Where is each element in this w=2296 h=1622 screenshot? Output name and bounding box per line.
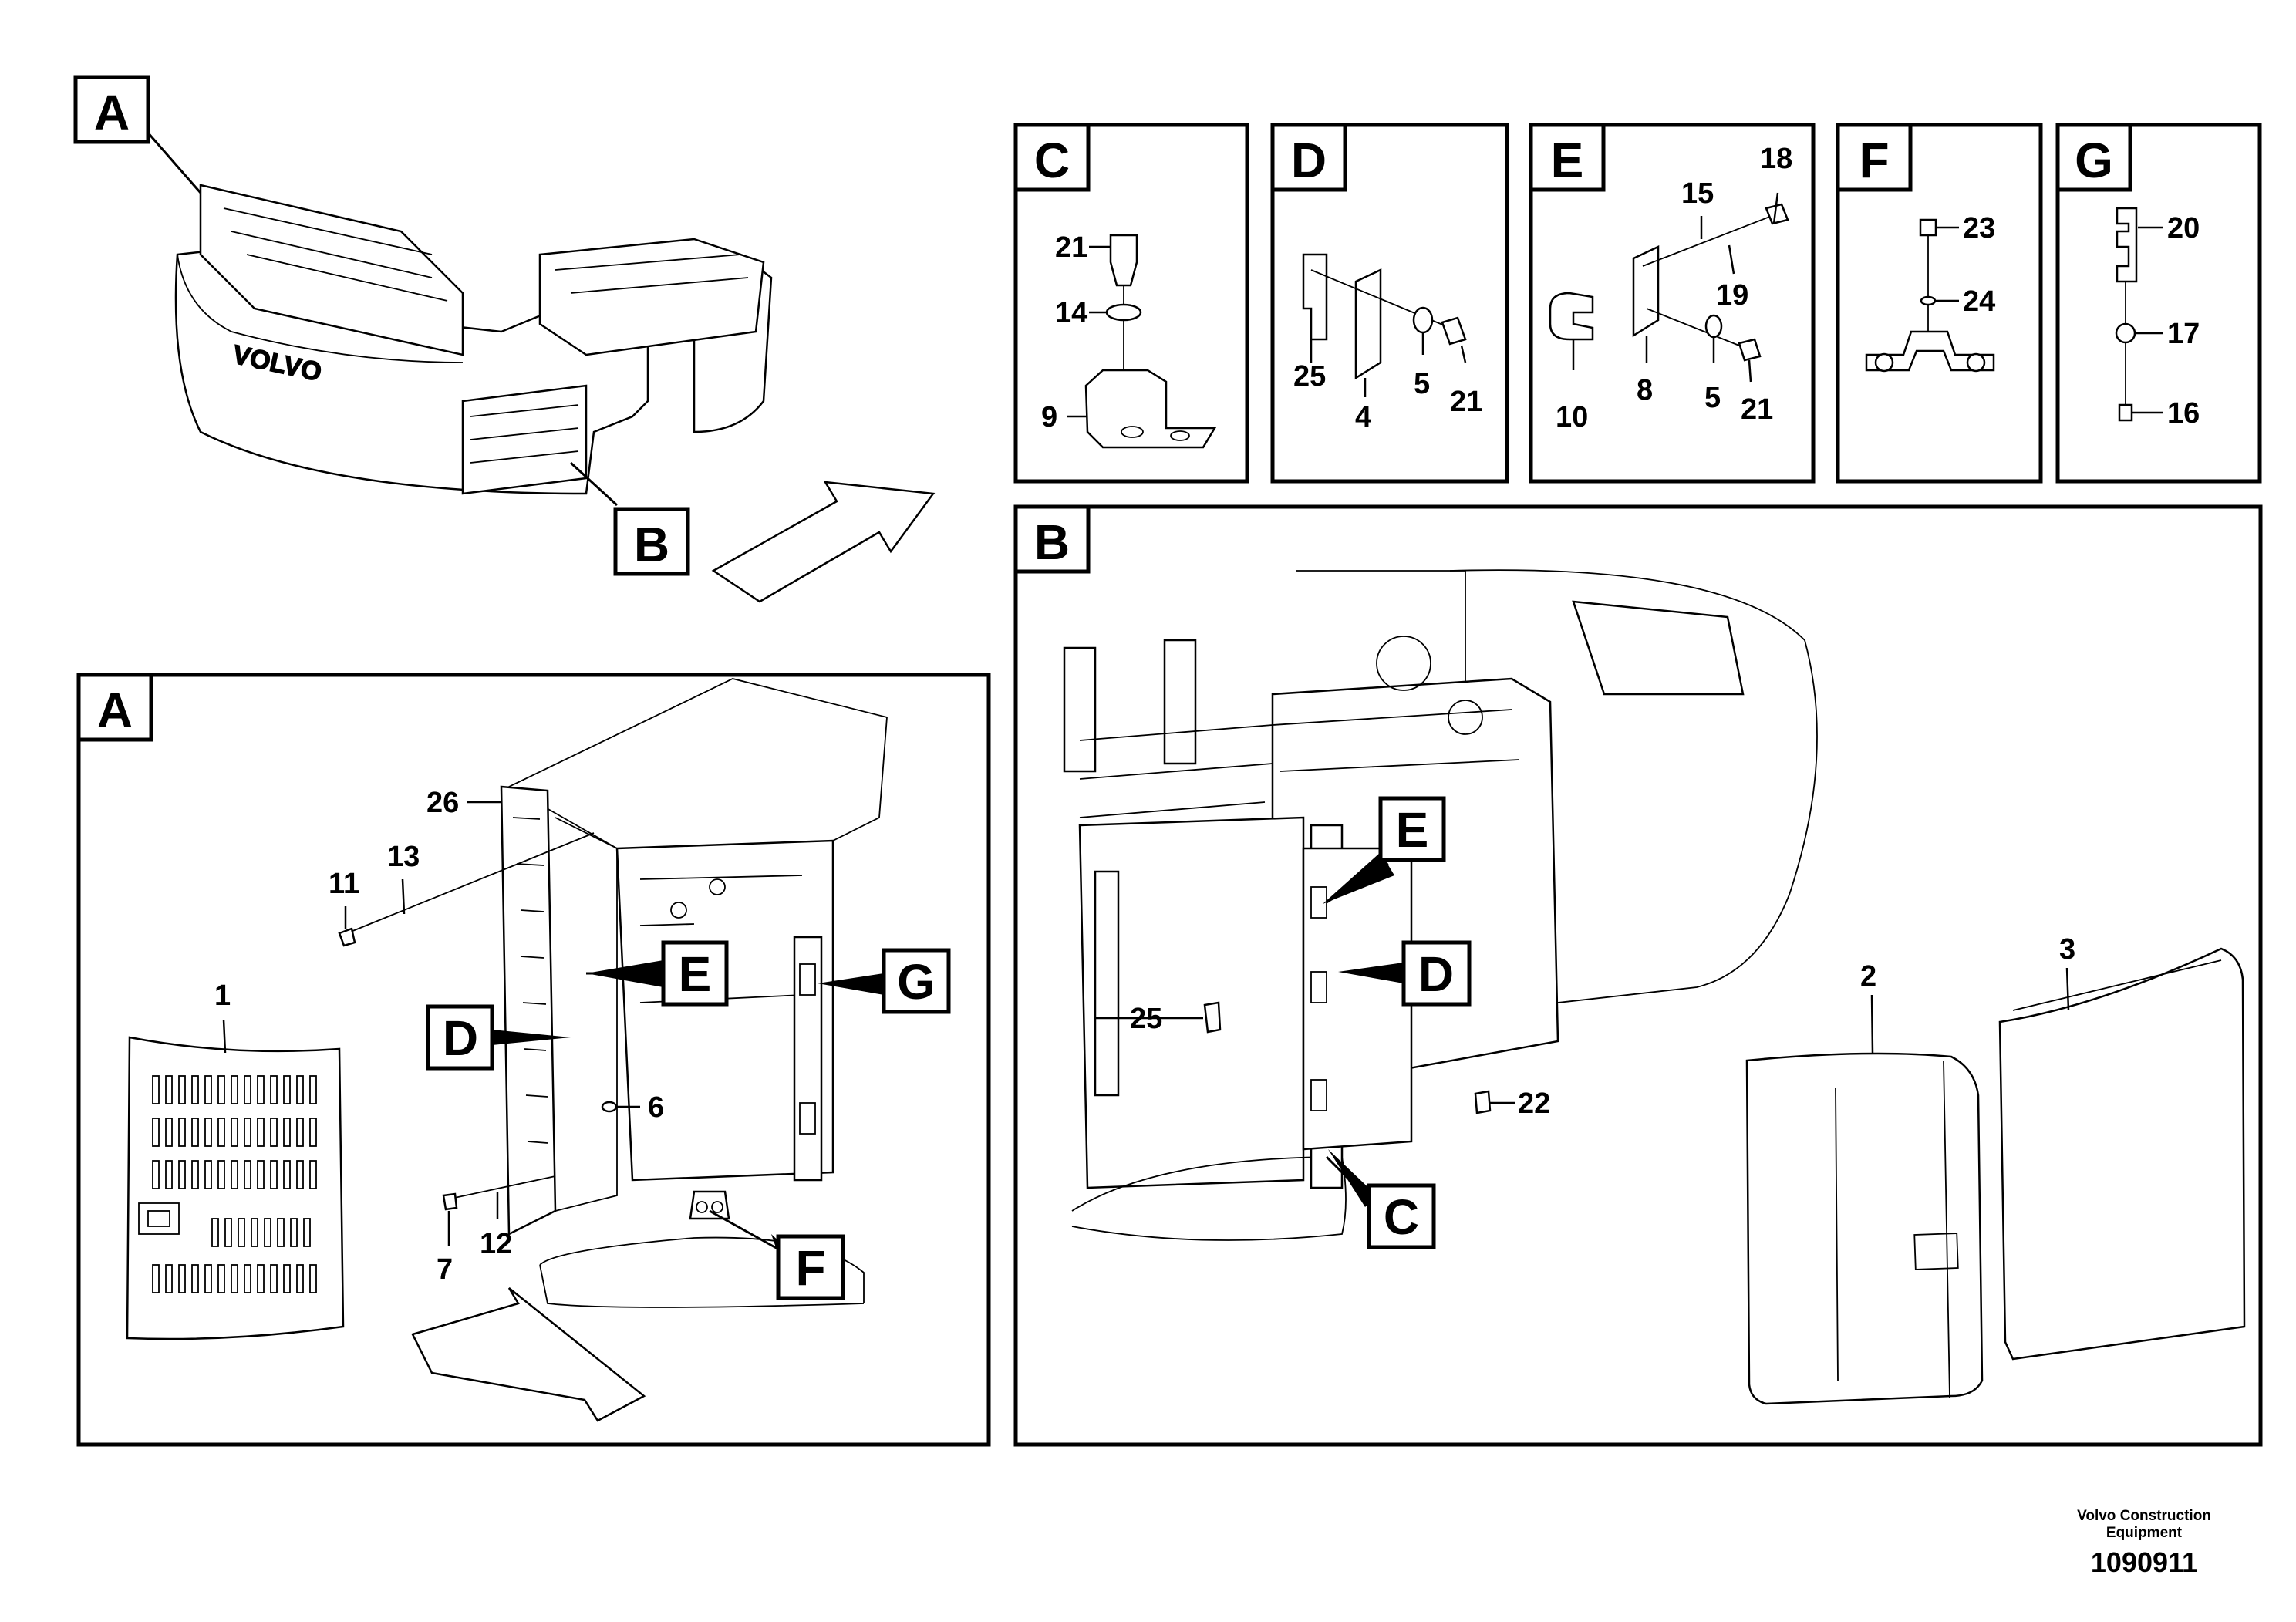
part-22: 22 bbox=[1518, 1088, 1550, 1120]
part-25-d: 25 bbox=[1293, 360, 1326, 393]
part-14: 14 bbox=[1055, 297, 1087, 329]
part-21-d: 21 bbox=[1450, 386, 1482, 418]
part-7: 7 bbox=[437, 1253, 453, 1286]
part-16: 16 bbox=[2167, 397, 2200, 430]
view-a-letter: A bbox=[97, 683, 133, 738]
view-b-callout-e: E bbox=[1396, 802, 1429, 858]
detail-panel-c: C 21 14 9 bbox=[1013, 123, 1249, 484]
view-b-letter: B bbox=[1034, 514, 1070, 570]
view-a-callout-g: G bbox=[897, 954, 936, 1010]
part-8: 8 bbox=[1637, 374, 1653, 406]
part-21-e: 21 bbox=[1741, 393, 1773, 426]
callout-b-letter: B bbox=[634, 517, 669, 572]
part-1: 1 bbox=[214, 980, 231, 1012]
part-13: 13 bbox=[387, 841, 420, 873]
part-17: 17 bbox=[2167, 318, 2200, 350]
part-5-e: 5 bbox=[1704, 382, 1721, 414]
direction-arrow-top bbox=[711, 481, 936, 603]
title-block: Volvo Construction Equipment 1090911 bbox=[2044, 1508, 2244, 1579]
part-9: 9 bbox=[1041, 401, 1057, 433]
part-23: 23 bbox=[1963, 212, 1995, 244]
part-10: 10 bbox=[1556, 401, 1588, 433]
view-a-callout-f: F bbox=[795, 1240, 825, 1296]
overview-machine-sketch: VOLVO bbox=[145, 130, 773, 507]
detail-panel-f: F 23 24 bbox=[1836, 123, 2043, 484]
part-11: 11 bbox=[329, 868, 359, 900]
panel-f-letter: F bbox=[1859, 133, 1889, 188]
part-2: 2 bbox=[1860, 960, 1876, 993]
panel-c-letter: C bbox=[1034, 133, 1070, 188]
panel-e-letter: E bbox=[1551, 133, 1584, 188]
overview-callout-b: B bbox=[613, 507, 690, 576]
brand-line-2: Equipment bbox=[2106, 1525, 2183, 1541]
overview-callout-a: A bbox=[73, 75, 150, 144]
part-12: 12 bbox=[480, 1228, 512, 1260]
part-4: 4 bbox=[1355, 401, 1371, 433]
view-a-callout-d: D bbox=[443, 1010, 478, 1066]
part-3: 3 bbox=[2059, 933, 2075, 966]
panel-d-letter: D bbox=[1291, 133, 1327, 188]
view-b-callout-d: D bbox=[1418, 946, 1454, 1002]
view-a-panel: A bbox=[76, 673, 991, 1447]
direction-arrow-bottom bbox=[411, 1287, 646, 1422]
part-21-c: 21 bbox=[1055, 231, 1087, 264]
detail-panel-d: D 25 4 5 21 bbox=[1270, 123, 1509, 484]
panel-g-letter: G bbox=[2075, 133, 2113, 188]
part-26: 26 bbox=[426, 787, 459, 819]
view-b-callout-c: C bbox=[1384, 1189, 1419, 1245]
part-19: 19 bbox=[1716, 279, 1748, 312]
part-18: 18 bbox=[1760, 143, 1792, 175]
view-a-callout-e: E bbox=[679, 946, 712, 1002]
callout-a-letter: A bbox=[94, 85, 130, 140]
detail-panel-g: G 20 17 16 bbox=[2055, 123, 2262, 484]
part-25-b: 25 bbox=[1130, 1003, 1162, 1035]
part-15: 15 bbox=[1681, 177, 1714, 210]
drawing-number: 1090911 bbox=[2090, 1546, 2198, 1578]
brand-line-1: Volvo Construction bbox=[2077, 1508, 2211, 1524]
detail-panel-e: E 10 8 5 21 18 15 19 bbox=[1529, 123, 1816, 484]
part-20: 20 bbox=[2167, 212, 2200, 244]
view-b-panel: B 25 22 2 3 bbox=[1013, 504, 2263, 1447]
part-6: 6 bbox=[648, 1091, 664, 1124]
part-24: 24 bbox=[1963, 285, 1995, 318]
part-5-d: 5 bbox=[1414, 368, 1430, 400]
